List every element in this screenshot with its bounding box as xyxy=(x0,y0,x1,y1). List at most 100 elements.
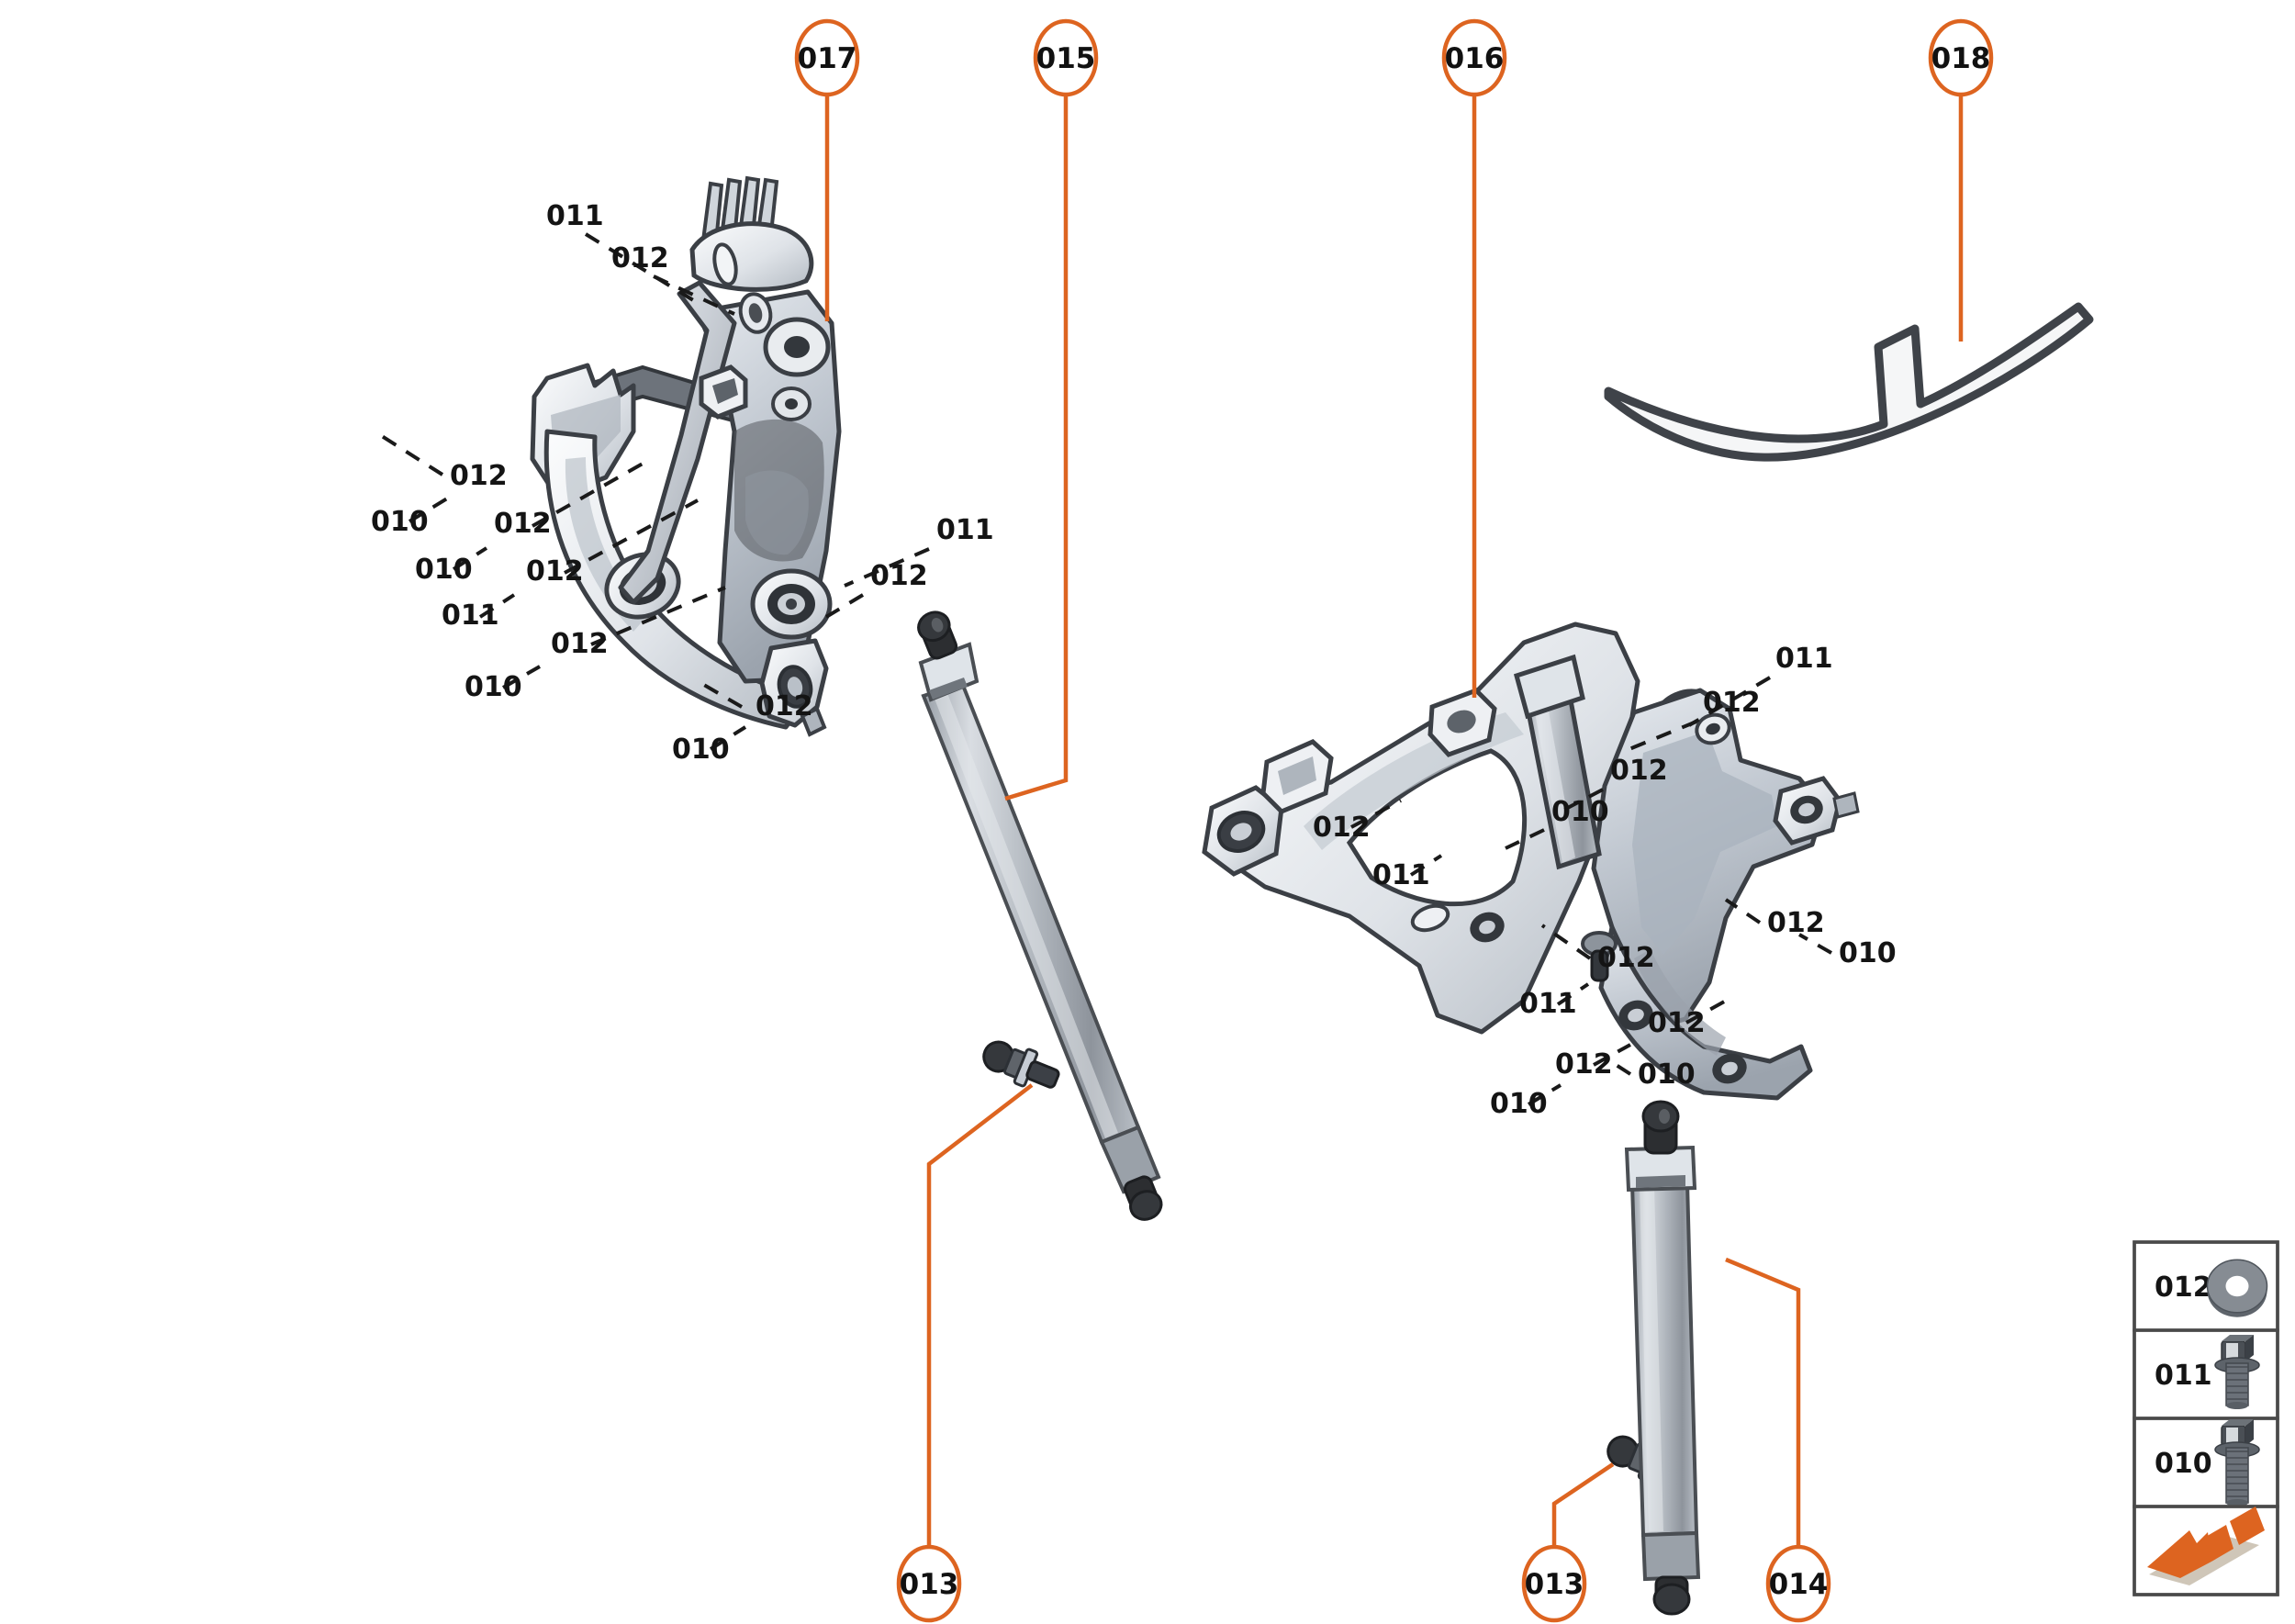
reference-label-012: 012 xyxy=(611,242,669,274)
reference-label-012: 012 xyxy=(551,628,609,660)
legend-row-direction-arrow[interactable] xyxy=(2133,1505,2279,1596)
part-016-right-knuckle xyxy=(1202,622,1860,1101)
reference-leader-lines xyxy=(373,232,1832,1106)
reference-leader-line xyxy=(1409,854,1443,877)
reference-label-012: 012 xyxy=(1555,1048,1613,1081)
reference-label-010: 010 xyxy=(415,554,473,586)
reference-label-012: 012 xyxy=(1767,907,1825,939)
reference-label-010: 010 xyxy=(465,671,522,703)
callout-bubble-017[interactable]: 017 xyxy=(794,18,860,97)
callout-bubble-013[interactable]: 013 xyxy=(1521,1544,1587,1623)
reference-leader-line xyxy=(824,593,865,619)
reference-leader-line xyxy=(1505,828,1545,850)
reference-leader-line xyxy=(452,546,488,571)
part-017-left-knuckle xyxy=(530,175,842,737)
callout-bubble-016[interactable]: 016 xyxy=(1441,18,1507,97)
reference-leader-line xyxy=(590,586,726,646)
reference-label-012: 012 xyxy=(526,555,584,588)
reference-leader-line xyxy=(1603,1056,1632,1076)
callout-leader-line-013 xyxy=(926,1083,1034,1547)
legend-label: 012 xyxy=(2155,1271,2212,1304)
legend-label: 010 xyxy=(2155,1448,2212,1480)
reference-label-011: 011 xyxy=(442,599,499,632)
callout-leader-line-015 xyxy=(1004,95,1069,801)
callout-ellipse xyxy=(794,18,860,97)
reference-leader-line xyxy=(1624,720,1697,753)
reference-label-010: 010 xyxy=(1490,1088,1548,1120)
reference-label-011: 011 xyxy=(1519,988,1577,1020)
reference-leader-line xyxy=(709,725,747,751)
reference-leader-line xyxy=(1540,924,1592,960)
reference-leader-line xyxy=(1685,999,1727,1025)
reference-label-011: 011 xyxy=(546,200,604,232)
callout-bubble-014[interactable]: 014 xyxy=(1765,1544,1831,1623)
callout-leader-lines xyxy=(824,95,1964,1547)
reference-leader-line xyxy=(584,232,700,305)
reference-leader-line xyxy=(1527,1083,1562,1106)
reference-leader-line xyxy=(1593,1043,1631,1067)
reference-leader-line xyxy=(502,665,541,689)
callout-bubble-015[interactable]: 015 xyxy=(1033,18,1099,97)
reference-label-012: 012 xyxy=(756,690,813,722)
reference-label-012: 012 xyxy=(870,560,928,592)
reference-leader-line xyxy=(1798,933,1832,955)
callout-ellipse xyxy=(1928,18,1994,97)
callout-ellipse xyxy=(1765,1544,1831,1623)
part-018-trim-plate xyxy=(1604,302,2094,462)
hardware-legend[interactable]: 012 011 010 xyxy=(2133,1240,2279,1596)
callout-bubble-013[interactable]: 013 xyxy=(896,1544,962,1623)
reference-label-010: 010 xyxy=(1839,937,1897,969)
callout-bubbles[interactable]: 017 015 016 018 013 013 014 xyxy=(794,18,1994,1623)
reference-label-012: 012 xyxy=(1648,1007,1706,1039)
reference-label-012: 012 xyxy=(1313,812,1371,844)
reference-label-011: 011 xyxy=(1372,859,1430,891)
reference-label-012: 012 xyxy=(494,508,552,540)
reference-leader-line xyxy=(1350,799,1402,829)
reference-label-012: 012 xyxy=(1610,755,1668,787)
reference-label-010: 010 xyxy=(1551,796,1609,828)
reference-leader-line xyxy=(696,679,744,709)
callout-label: 013 xyxy=(1525,1568,1584,1601)
reference-label-011: 011 xyxy=(1775,643,1833,675)
reference-leader-line xyxy=(478,593,516,619)
reference-leader-line xyxy=(1724,898,1762,924)
reference-label-010: 010 xyxy=(672,734,730,766)
callout-label: 013 xyxy=(900,1568,959,1601)
callout-label: 014 xyxy=(1769,1568,1829,1601)
part-014-lower-gas-strut xyxy=(1624,1100,1701,1616)
callout-label: 015 xyxy=(1036,42,1096,75)
orange-direction-arrow-icon xyxy=(2147,1506,2265,1585)
reference-leader-line xyxy=(653,274,735,316)
callout-label: 016 xyxy=(1445,42,1505,75)
callout-ellipse xyxy=(1033,18,1099,97)
callout-bubble-018[interactable]: 018 xyxy=(1928,18,1994,97)
legend-row-012[interactable]: 012 xyxy=(2133,1240,2279,1332)
reference-leader-line xyxy=(844,547,930,588)
washer-icon xyxy=(2206,1259,2268,1317)
reference-label-012: 012 xyxy=(1597,942,1655,974)
legend-row-010[interactable]: 010 xyxy=(2133,1417,2279,1508)
legend-cell xyxy=(2133,1505,2279,1596)
reference-label-010: 010 xyxy=(1638,1058,1696,1091)
part-013-left-ball-stud xyxy=(982,1040,1060,1089)
reference-label-012: 012 xyxy=(450,460,508,492)
callout-leader-line-014 xyxy=(1725,1257,1801,1547)
flange-bolt-long-icon xyxy=(2214,1419,2260,1506)
callout-leader-line-013 xyxy=(1551,1462,1615,1547)
reference-label-011: 011 xyxy=(936,514,994,546)
part-015-upper-gas-strut xyxy=(917,610,1163,1221)
reference-leader-line xyxy=(1560,788,1604,813)
callout-label: 018 xyxy=(1931,42,1991,75)
callout-ellipse xyxy=(896,1544,962,1623)
callout-ellipse xyxy=(1521,1544,1587,1623)
reference-leader-line xyxy=(1556,982,1590,1006)
callout-label: 017 xyxy=(798,42,857,75)
reference-leader-line xyxy=(532,462,644,528)
legend-label: 011 xyxy=(2155,1360,2212,1392)
reference-label-010: 010 xyxy=(371,506,429,538)
callout-ellipse xyxy=(1441,18,1507,97)
